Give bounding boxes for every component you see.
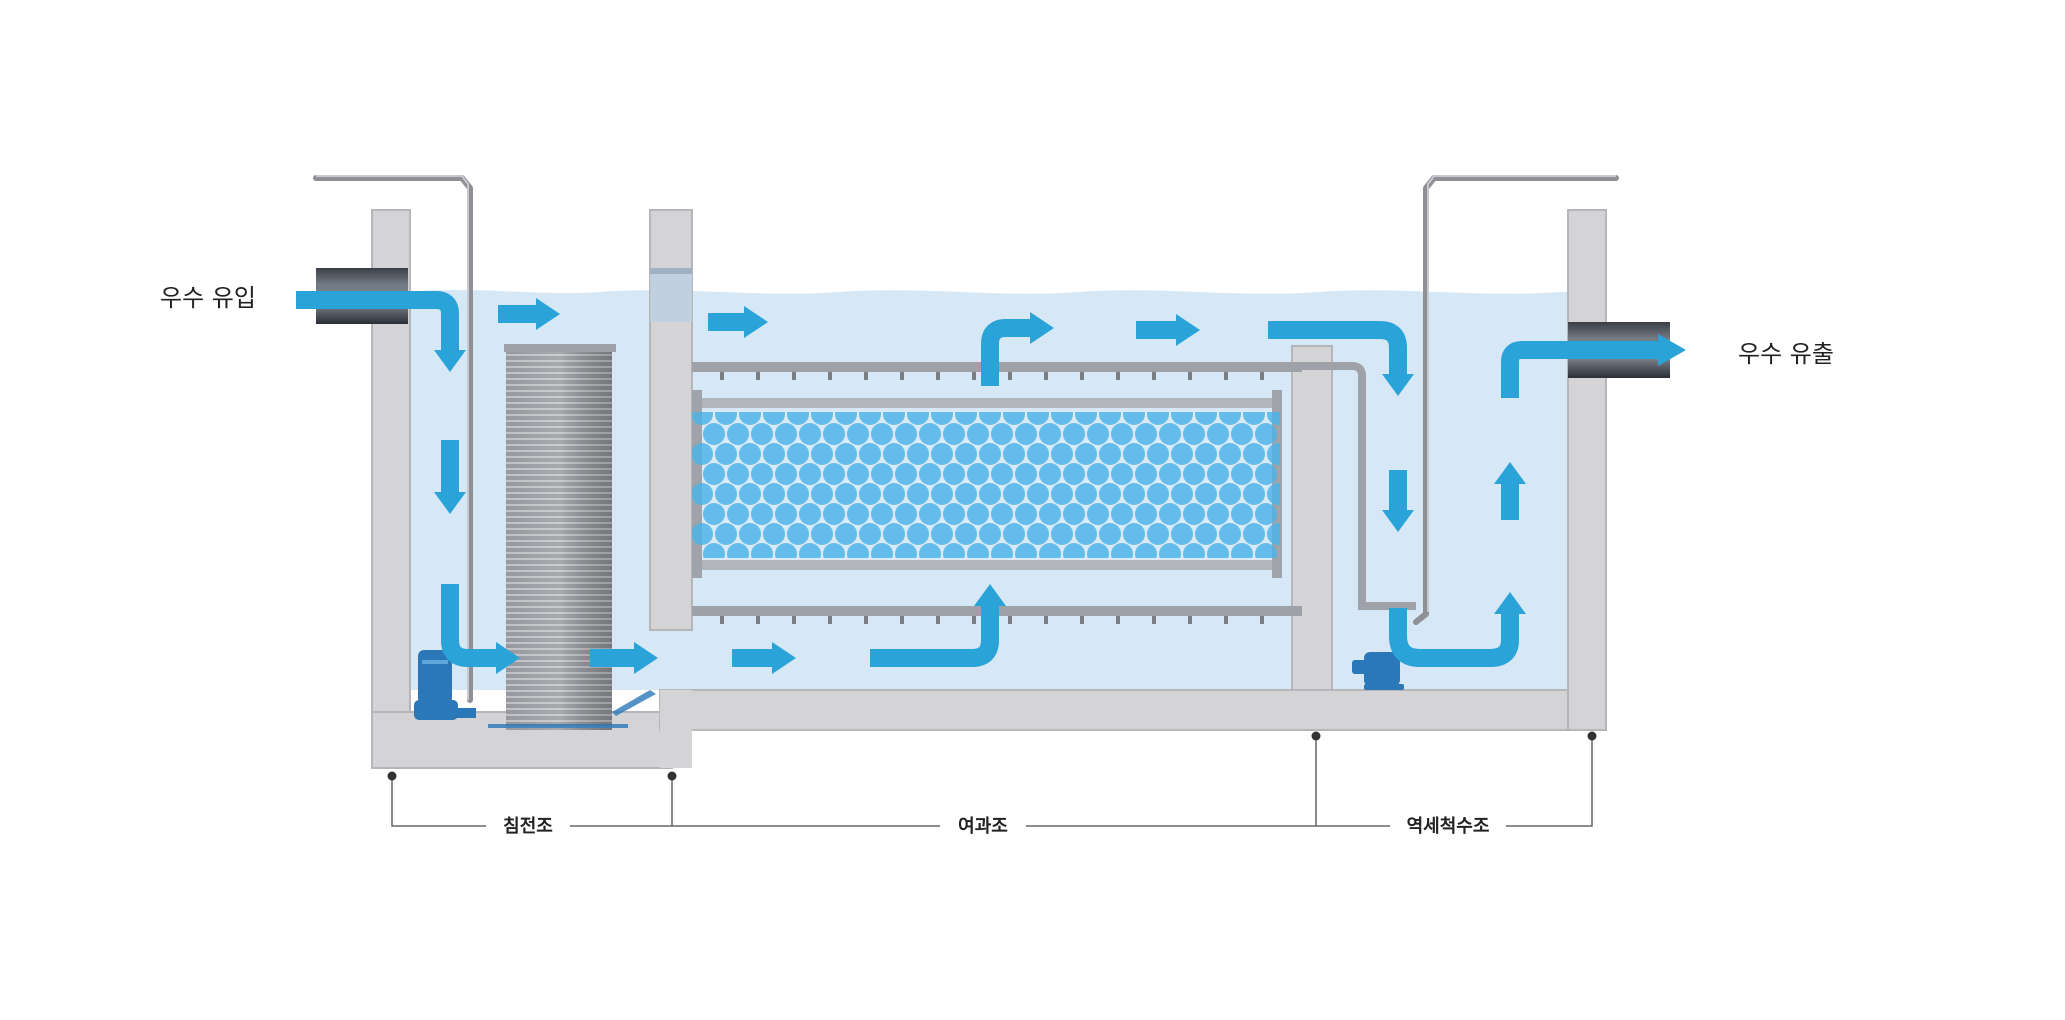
arrow-down-icon bbox=[1382, 374, 1414, 396]
flow-arrowheads bbox=[434, 298, 1686, 674]
arrow-right-icon bbox=[634, 642, 658, 674]
concrete-tank-structure bbox=[371, 209, 1607, 769]
arrow-right-icon bbox=[1176, 314, 1200, 346]
arrow-up-icon bbox=[1494, 592, 1526, 614]
arrow-up-icon bbox=[1494, 462, 1526, 484]
flow-settling-bottom bbox=[441, 584, 496, 667]
section-label-backwash: 역세척수조 bbox=[1407, 816, 1490, 837]
flow-path bbox=[296, 291, 1658, 667]
inflow-label: 우수 유입 bbox=[160, 284, 256, 312]
dot-marker-icon bbox=[1311, 731, 1321, 741]
dot-marker-icon bbox=[387, 771, 397, 781]
right-outer-wall bbox=[1567, 209, 1607, 731]
arrow-right-icon bbox=[1030, 312, 1054, 344]
pump-discharge-pipes bbox=[313, 175, 1619, 703]
flow-inlet-down bbox=[296, 291, 459, 350]
arrow-right-icon bbox=[1658, 334, 1686, 366]
pump-icon bbox=[1352, 652, 1404, 690]
arrow-right-icon bbox=[744, 306, 768, 338]
main-tank-floor bbox=[659, 689, 1607, 731]
filter-media-beads bbox=[692, 412, 1280, 558]
arrow-up-icon bbox=[974, 584, 1006, 606]
flow-top-4-down bbox=[1268, 321, 1407, 374]
flow-backwash-bottom bbox=[1389, 608, 1519, 667]
arrow-down-icon bbox=[434, 350, 466, 372]
filtration-backwash-divider bbox=[1291, 345, 1333, 691]
arrow-down-icon bbox=[1382, 510, 1414, 532]
header-nozzles bbox=[720, 372, 1264, 624]
flow-filter-top-up bbox=[981, 319, 1030, 386]
filter-module bbox=[692, 362, 1416, 624]
arrow-down-icon bbox=[434, 492, 466, 514]
dot-marker-icon bbox=[667, 771, 677, 781]
flow-filter-up bbox=[870, 606, 999, 667]
arrow-right-icon bbox=[536, 298, 560, 330]
flow-outlet bbox=[1501, 341, 1658, 398]
outflow-label: 우수 유출 bbox=[1738, 340, 1834, 368]
section-label-filtration: 여과조 bbox=[958, 816, 1008, 837]
arrow-right-icon bbox=[772, 642, 796, 674]
dot-marker-icon bbox=[1587, 731, 1597, 741]
dimension-lines bbox=[391, 736, 1593, 827]
floor-step bbox=[660, 690, 692, 768]
arrow-right-icon bbox=[496, 642, 520, 674]
divider-water-band bbox=[650, 268, 692, 322]
section-label-settling: 침전조 bbox=[503, 816, 553, 837]
pump-icon bbox=[414, 650, 476, 720]
